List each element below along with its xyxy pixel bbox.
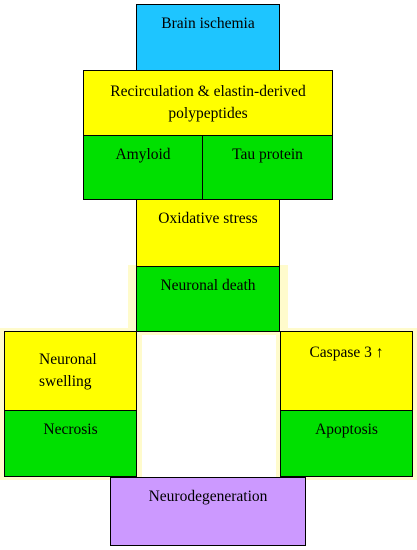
node-oxidative-stress: Oxidative stress: [136, 199, 280, 267]
node-neurodegeneration: Neurodegeneration: [110, 477, 306, 546]
node-apoptosis-label: Apoptosis: [315, 421, 378, 438]
node-neuronal-swelling-label: Neuronal swelling: [39, 351, 97, 390]
node-recirculation-label: Recirculation & elastin-derived polypept…: [110, 83, 306, 122]
node-caspase-label: Caspase 3 ↑: [309, 344, 384, 361]
node-tau-protein-label: Tau protein: [232, 146, 303, 163]
node-neuronal-swelling: Neuronal swelling: [4, 331, 137, 411]
node-apoptosis: Apoptosis: [280, 410, 413, 477]
node-amyloid-label: Amyloid: [115, 146, 171, 163]
node-recirculation: Recirculation & elastin-derived polypept…: [83, 70, 333, 136]
node-brain-ischemia-label: Brain ischemia: [161, 15, 255, 32]
node-necrosis: Necrosis: [4, 410, 137, 477]
node-oxidative-stress-label: Oxidative stress: [158, 210, 258, 227]
node-amyloid: Amyloid: [83, 135, 203, 200]
node-neuronal-death-label: Neuronal death: [160, 277, 256, 294]
node-tau-protein: Tau protein: [202, 135, 333, 200]
node-neuronal-death: Neuronal death: [136, 266, 280, 332]
node-brain-ischemia: Brain ischemia: [136, 4, 280, 71]
node-neurodegeneration-label: Neurodegeneration: [148, 488, 268, 505]
node-necrosis-label: Necrosis: [43, 421, 98, 438]
node-caspase: Caspase 3 ↑: [280, 331, 413, 411]
